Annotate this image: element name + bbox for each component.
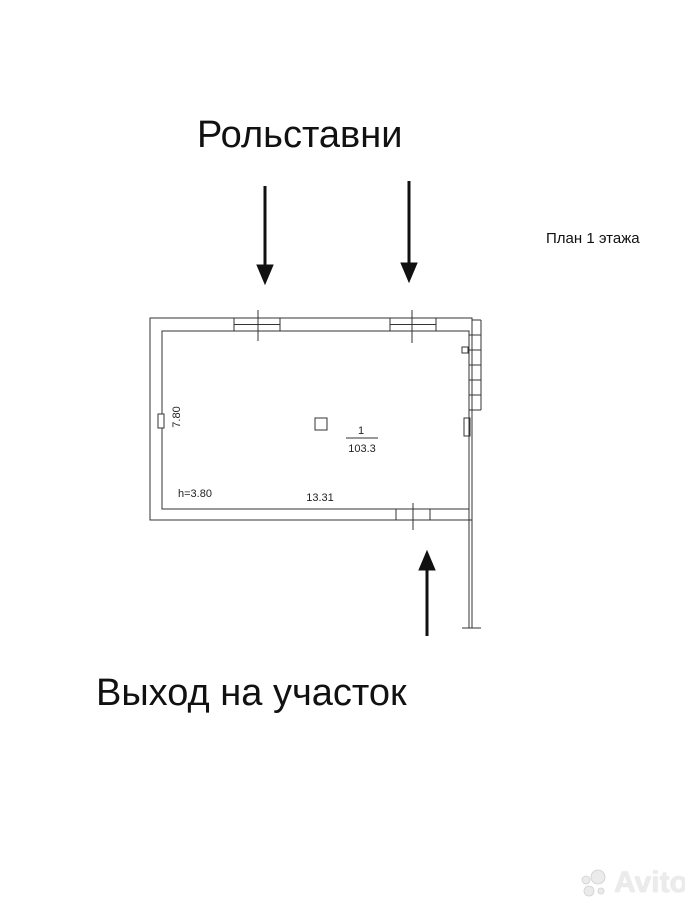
watermark: Avito (578, 866, 685, 900)
arrow-right-shutter (400, 181, 418, 284)
room-number: 1 (358, 425, 364, 437)
left-wall-marker (157, 413, 165, 429)
walls (149, 317, 482, 629)
plan-title: План 1 этажа (546, 230, 640, 247)
shutter-opening-right (389, 310, 437, 343)
exit-label: Выход на участок (96, 672, 407, 714)
watermark-text: Avito (614, 866, 685, 899)
room-width: 7.80 (171, 406, 183, 427)
exit-door (395, 503, 431, 530)
arrow-exit (418, 549, 436, 636)
arrow-left-shutter (256, 186, 274, 286)
room-height: h=3.80 (178, 488, 212, 500)
room-area: 103.3 (348, 443, 376, 455)
shutter-opening-left (233, 310, 281, 341)
column-symbol (314, 417, 328, 431)
shutters-label: Рольставни (197, 114, 403, 156)
avito-logo-icon (581, 869, 606, 897)
room-length: 13.31 (306, 492, 334, 504)
